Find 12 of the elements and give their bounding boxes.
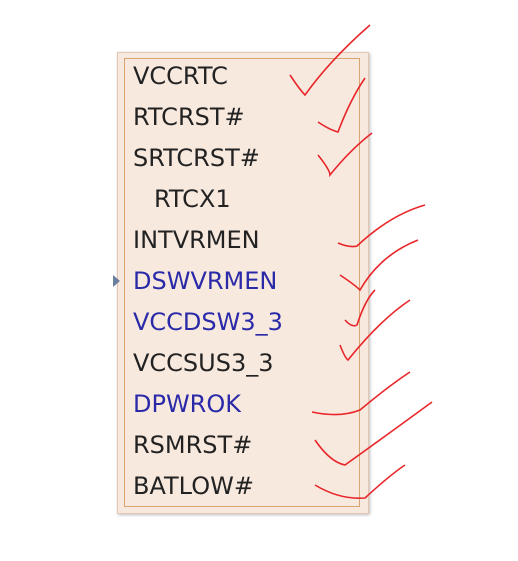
pin-name: DSWVRMEN <box>133 267 278 295</box>
pin-name: BATLOW# <box>133 472 254 500</box>
pin-name: SRTCRST# <box>133 144 260 172</box>
component-symbol <box>117 52 369 514</box>
pin-name: RTCX1 <box>154 185 231 213</box>
pin-name: RSMRST# <box>133 431 252 459</box>
pin-name: VCCRTC <box>133 62 228 90</box>
pin-name: VCCDSW3_3 <box>133 308 283 336</box>
pin-name: VCCSUS3_3 <box>133 349 274 377</box>
pin-name: INTVRMEN <box>133 226 260 254</box>
pin-name: RTCRST# <box>133 103 245 131</box>
pin-name: DPWROK <box>133 390 241 418</box>
